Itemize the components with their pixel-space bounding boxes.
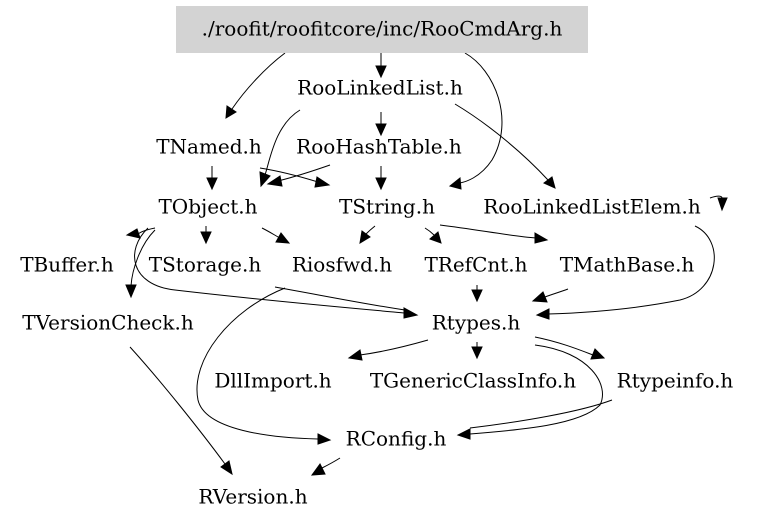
root-node-box: [176, 6, 588, 53]
node-rtypes[interactable]: Rtypes.h: [432, 311, 521, 335]
node-rconfig[interactable]: RConfig.h: [346, 427, 447, 451]
node-roocmdarg[interactable]: ./roofit/roofitcore/inc/RooCmdArg.h: [176, 6, 588, 53]
node-tversioncheck[interactable]: TVersionCheck.h: [22, 311, 194, 335]
edge-roolinkedlist-to-roolinkedlistelem: [454, 103, 549, 181]
arrowhead: [717, 197, 728, 212]
arrowhead: [375, 65, 387, 79]
arrowhead: [531, 291, 548, 303]
arrowhead: [359, 230, 371, 244]
arrowhead: [590, 348, 606, 360]
edge-tstring-to-riosfwd: [365, 225, 376, 235]
graph-edges: [125, 52, 728, 476]
node-label-tobject: TObject.h: [158, 195, 257, 219]
arrowhead: [456, 428, 471, 440]
node-label-rversion: RVersion.h: [198, 485, 307, 509]
edge-tstring-to-trefcnt: [424, 227, 435, 236]
edge-rtypes-to-rconfig: [469, 344, 603, 435]
edge-root-to-tnamed: [231, 52, 286, 110]
arrowhead: [403, 307, 419, 319]
node-tstring[interactable]: TString.h: [339, 195, 435, 219]
arrowhead: [543, 176, 556, 189]
arrowhead: [375, 123, 387, 137]
node-tgenericclassinfo[interactable]: TGenericClassInfo.h: [370, 369, 576, 393]
edge-roolinkedlist-to-tobject: [264, 109, 301, 176]
edge-tobject-to-riosfwd: [261, 227, 281, 239]
edge-rtypes-to-dllimport: [359, 339, 429, 356]
arrowhead: [347, 349, 363, 361]
edge-tversioncheck-to-rversion: [129, 346, 226, 465]
edge-root-to-tstring: [459, 52, 503, 184]
node-label-tgenericclassinfo: TGenericClassInfo.h: [370, 369, 576, 393]
edge-tnamed-to-tstring: [259, 167, 319, 183]
arrowhead: [259, 171, 271, 188]
arrowhead: [535, 308, 550, 320]
arrowhead: [266, 175, 283, 187]
arrowhead: [125, 228, 141, 239]
node-label-tstorage: TStorage.h: [149, 253, 262, 277]
node-rversion[interactable]: RVersion.h: [198, 485, 307, 509]
edge-tobject-to-rtypes: [134, 227, 406, 314]
node-tmathbase[interactable]: TMathBase.h: [560, 253, 695, 277]
node-label-trefcnt: TRefCnt.h: [424, 253, 527, 277]
arrowhead: [200, 231, 212, 245]
arrowhead: [534, 232, 549, 244]
edge-rconfig-to-rversion: [321, 457, 341, 469]
edge-tobject-to-tversioncheck: [130, 229, 156, 287]
graph-nodes: ./roofit/roofitcore/inc/RooCmdArg.h RooL…: [20, 6, 733, 509]
node-label-tmathbase: TMathBase.h: [560, 253, 695, 277]
edge-rtypeinfo-to-rconfig: [469, 399, 613, 429]
arrowhead: [310, 463, 326, 476]
node-label-roolinkedlistelem: RooLinkedListElem.h: [483, 195, 701, 219]
edge-riosfwd-to-rtypes: [274, 286, 406, 311]
arrowhead: [448, 177, 462, 190]
edge-rtypes-to-rtypeinfo: [534, 336, 594, 356]
node-tbuffer[interactable]: TBuffer.h: [20, 253, 114, 277]
arrowhead: [314, 176, 331, 188]
node-label-roolinkedlist: RooLinkedList.h: [297, 76, 463, 100]
node-roolinkedlistelem[interactable]: RooLinkedListElem.h: [483, 195, 701, 219]
arrowhead: [471, 346, 483, 360]
arrowhead: [225, 105, 237, 119]
node-tobject[interactable]: TObject.h: [158, 195, 257, 219]
node-rtypeinfo[interactable]: Rtypeinfo.h: [617, 369, 734, 393]
node-label-tnamed: TNamed.h: [156, 135, 262, 159]
arrowhead: [429, 231, 442, 244]
arrowhead: [275, 232, 291, 244]
node-label-tversioncheck: TVersionCheck.h: [22, 311, 194, 335]
arrowhead: [375, 177, 387, 191]
node-label-rtypes: Rtypes.h: [432, 311, 521, 335]
node-label-riosfwd: Riosfwd.h: [292, 253, 392, 277]
node-label-tstring: TString.h: [339, 195, 435, 219]
edge-riosfwd-to-rconfig: [196, 287, 319, 440]
node-label-rtypeinfo: Rtypeinfo.h: [617, 369, 734, 393]
node-label-tbuffer: TBuffer.h: [20, 253, 114, 277]
node-label-roocmdarg: ./roofit/roofitcore/inc/RooCmdArg.h: [202, 17, 563, 41]
node-dllimport[interactable]: DllImport.h: [214, 369, 331, 393]
node-label-roohashtable: RooHashTable.h: [296, 135, 462, 159]
arrowhead: [220, 460, 233, 476]
node-riosfwd[interactable]: Riosfwd.h: [292, 253, 392, 277]
arrowhead: [125, 284, 137, 299]
edge-tmathbase-to-rtypes: [544, 288, 569, 298]
arrowhead: [317, 433, 332, 445]
edge-roolinkedlistelem-to-rtypes: [547, 225, 715, 315]
node-label-dllimport: DllImport.h: [214, 369, 331, 393]
node-roohashtable[interactable]: RooHashTable.h: [296, 135, 462, 159]
edge-tstring-to-tmathbase: [439, 224, 537, 239]
node-tnamed[interactable]: TNamed.h: [156, 135, 262, 159]
arrowhead: [206, 177, 218, 191]
node-trefcnt[interactable]: TRefCnt.h: [424, 253, 527, 277]
node-label-rconfig: RConfig.h: [346, 427, 447, 451]
arrowhead: [471, 289, 483, 303]
node-roolinkedlist[interactable]: RooLinkedList.h: [297, 76, 463, 100]
node-tstorage[interactable]: TStorage.h: [149, 253, 262, 277]
